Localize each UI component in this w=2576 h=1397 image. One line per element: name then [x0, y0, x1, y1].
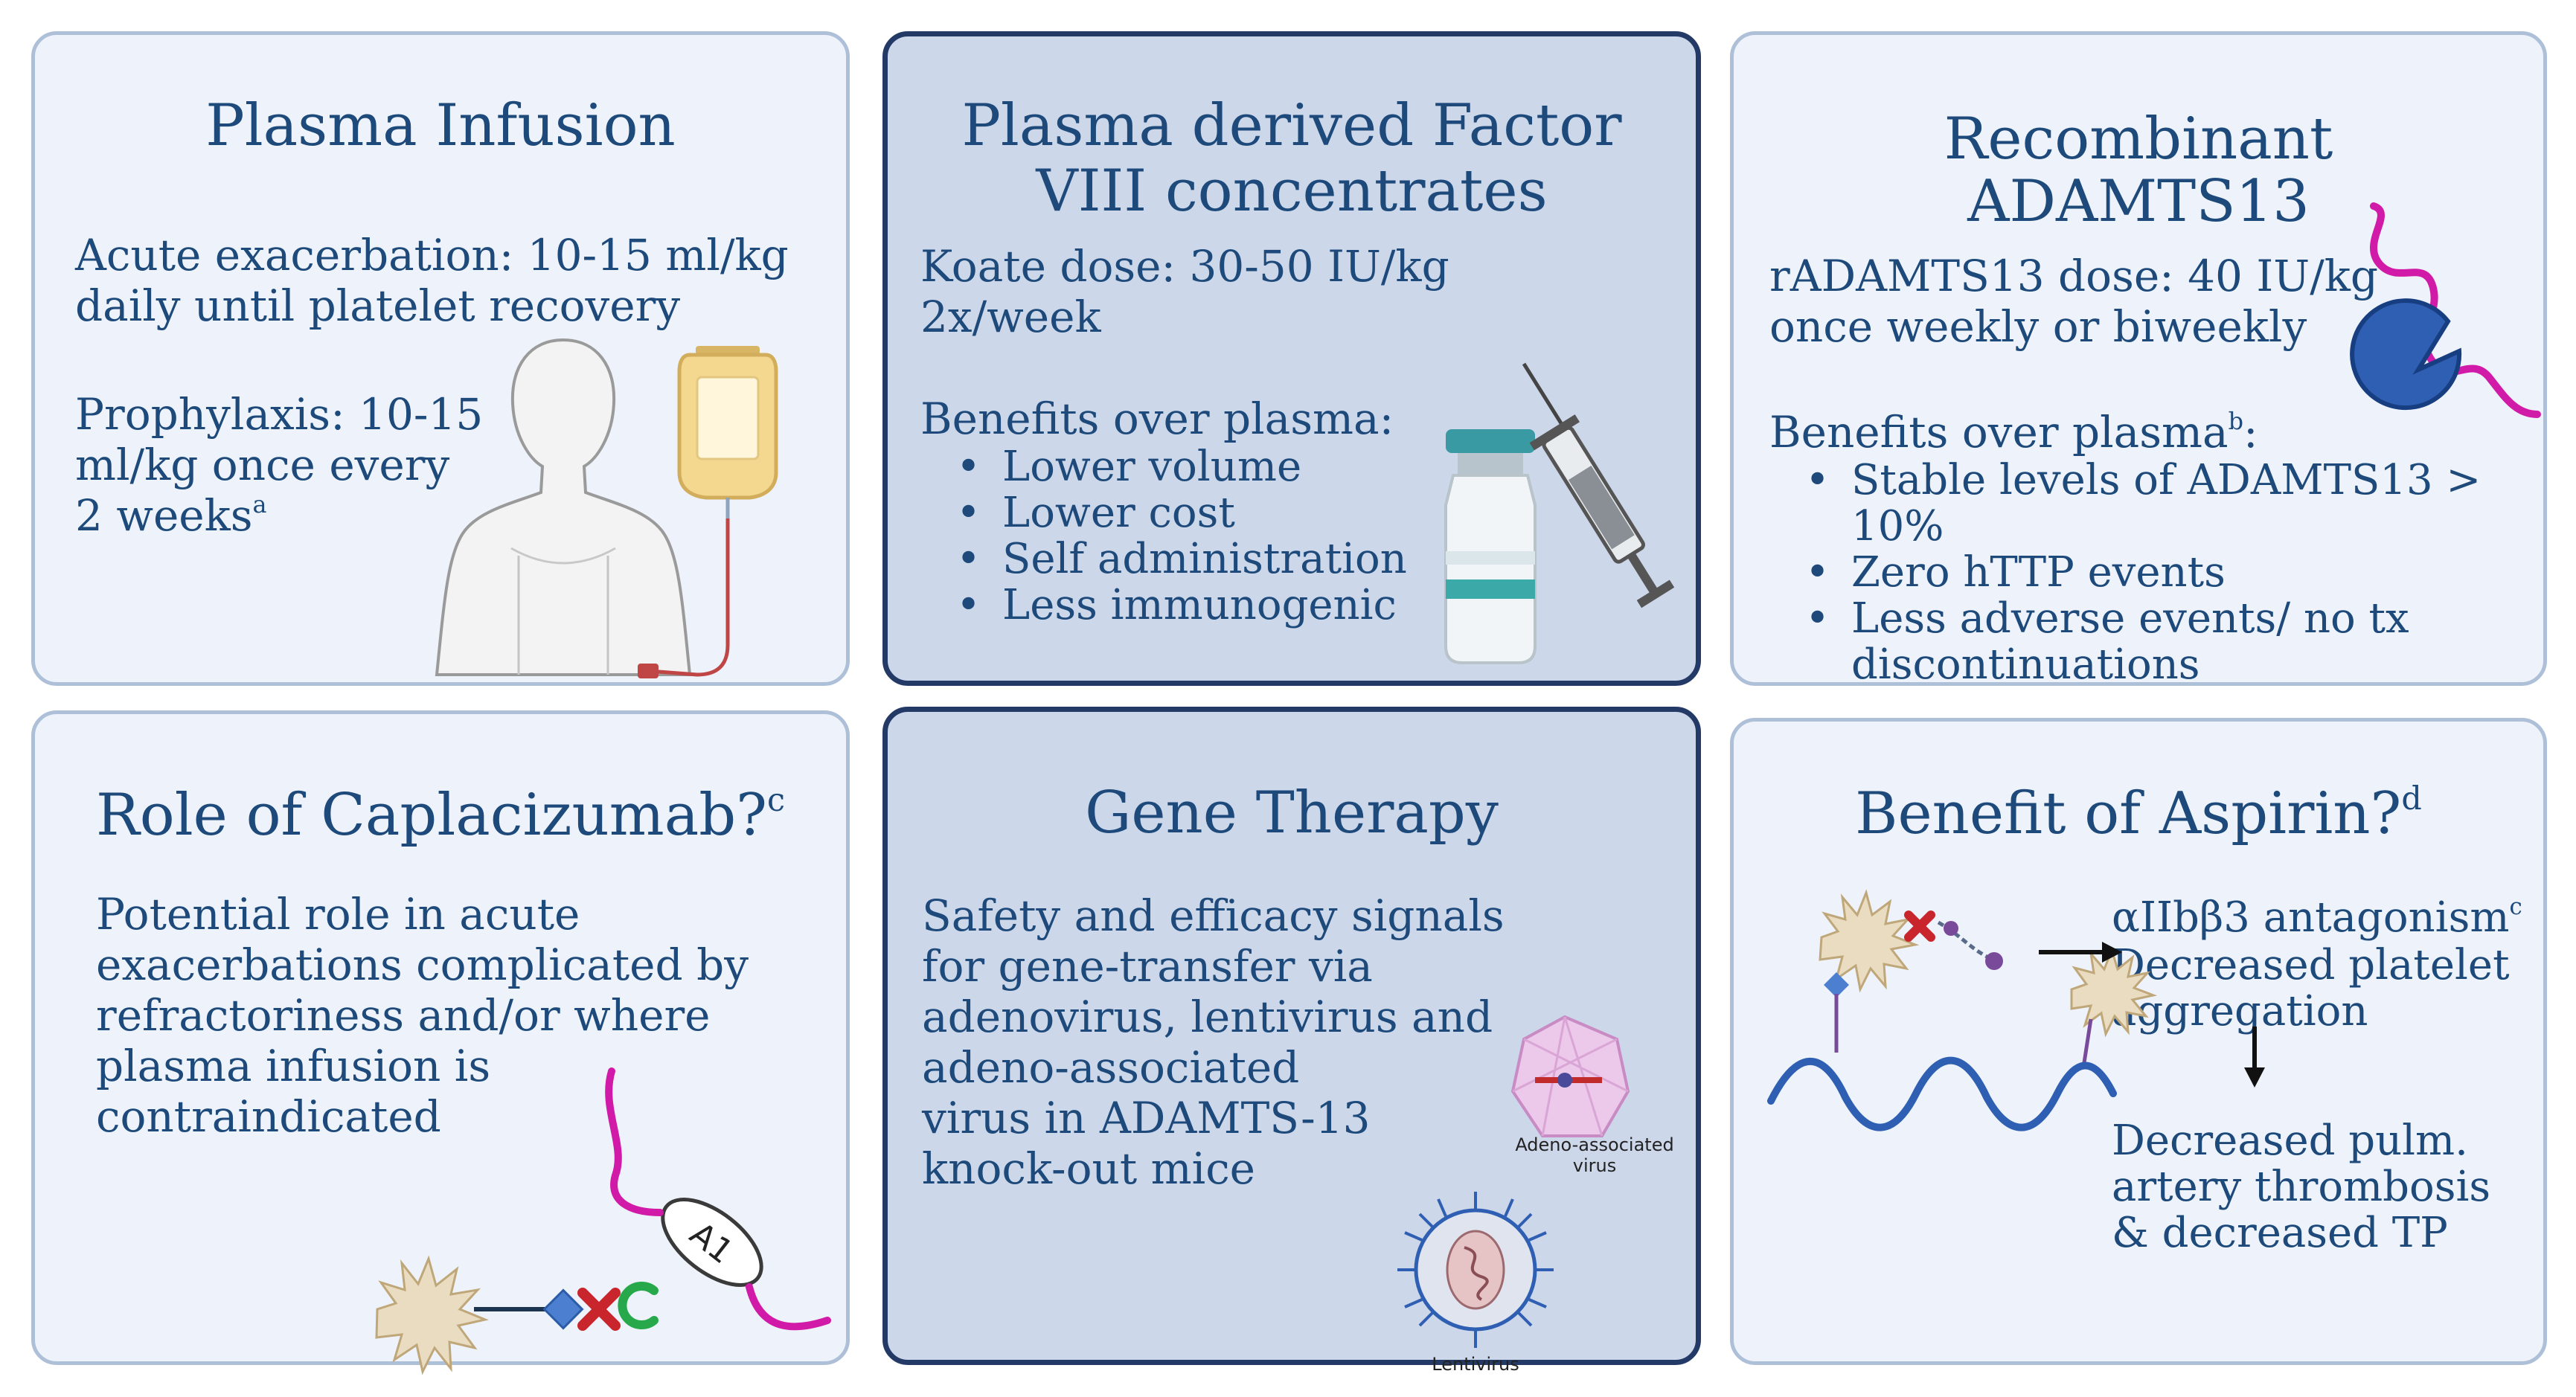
- footnote-c: c: [766, 781, 785, 819]
- plasma-proph-line-1: Prophylaxis: 10-15: [75, 389, 484, 440]
- adamts13-enzyme-icon: [2350, 202, 2541, 418]
- radamts-title-line-1: Recombinant: [1944, 106, 2333, 173]
- aspirin-title-text: Benefit of Aspirin?: [1855, 780, 2402, 847]
- radamts-benefit-continuation: discontinuations: [1769, 642, 2481, 688]
- radamts-benefit-1b: 10%: [1851, 502, 1944, 550]
- colon: :: [2243, 407, 2258, 457]
- platelet-icon: [375, 1255, 489, 1375]
- plasma-acute-line-1: Acute exacerbation: 10-15 ml/kg: [75, 230, 789, 280]
- radamts-benefits-text: Benefits over plasma: [1769, 407, 2229, 457]
- panel-factor-viii: Plasma derived Factor VIII concentrates …: [882, 31, 1701, 686]
- radamts-dose-line-1: rADAMTS13 dose: 40 IU/kg: [1769, 251, 2379, 301]
- aspirin-pulm-line-2: artery thrombosis: [2112, 1163, 2491, 1211]
- panel-plasma-infusion: Plasma Infusion Acute exacerbation: 10-1…: [31, 31, 850, 686]
- factor8-benefit-item: Lower volume: [920, 444, 1407, 491]
- radamts-benefit-3b: discontinuations: [1851, 640, 2200, 689]
- aspirin-mechanism-icon: [1767, 889, 2265, 1131]
- gene-title: Gene Therapy: [1085, 780, 1499, 847]
- gene-line-3: adenovirus, lentivirus and: [922, 992, 1493, 1042]
- factor8-benefit-item: Less immunogenic: [920, 582, 1407, 629]
- aav-label-line-2: virus: [1573, 1155, 1616, 1176]
- aspirin-antagonism: αIIbβ3 antagonismc: [2112, 893, 2522, 943]
- plasma-acute-line-2: daily until platelet recovery: [75, 280, 681, 331]
- footnote-a: a: [252, 490, 267, 519]
- factor8-dose-line-2: 2x/week: [920, 292, 1101, 342]
- factor8-benefits-heading: Benefits over plasma:: [920, 394, 1394, 444]
- plasma-bag-icon: [638, 346, 778, 678]
- aspirin-pulm-line-3: & decreased TP: [2112, 1209, 2448, 1257]
- gene-line-5: virus in ADAMTS-13: [922, 1093, 1371, 1143]
- factor8-benefit-item: Self administration: [920, 536, 1407, 583]
- syringe-icon: [1522, 362, 1675, 608]
- panel-aspirin: Benefit of Aspirin?d αIIbβ3 antagonismc …: [1730, 718, 2547, 1365]
- factor8-benefits-list: Lower volume Lower cost Self administrat…: [920, 444, 1407, 629]
- capla-title-text: Role of Caplacizumab?: [96, 782, 767, 849]
- patient-figure-icon: [435, 338, 692, 676]
- lentivirus-label: Lentivirus: [1432, 1354, 1519, 1375]
- platelet-binding-icon: A1: [375, 1067, 831, 1375]
- radamts-benefit-item: Less adverse events/ no tx: [1769, 596, 2481, 643]
- plasma-title: Plasma Infusion: [205, 92, 676, 159]
- gene-line-4: adeno-associated: [922, 1042, 1300, 1093]
- green-c-icon: [618, 1282, 659, 1329]
- footnote-c2: c: [2509, 893, 2522, 920]
- plasma-proph-line-3: 2 weeksa: [75, 490, 267, 541]
- capla-title: Role of Caplacizumab?c: [35, 783, 846, 848]
- radamts-benefit-continuation: 10%: [1769, 504, 2481, 550]
- plasma-proph-text: 2 weeks: [75, 490, 253, 541]
- panel-recombinant-adamts13: Recombinant ADAMTS13 rADAMTS13 dose: 40 …: [1730, 31, 2547, 688]
- red-x-icon: [577, 1288, 621, 1331]
- footnote-b: b: [2228, 407, 2244, 436]
- aspirin-aggregation-line-1: Decreased platelet: [2112, 941, 2510, 989]
- vial-icon: [1444, 429, 1537, 664]
- footnote-d: d: [2401, 780, 2422, 818]
- factor8-dose-line-1: Koate dose: 30-50 IU/kg: [920, 241, 1449, 292]
- lentivirus-icon: Lentivirus: [1397, 1192, 1554, 1375]
- radamts-dose-line-2: once weekly or biweekly: [1769, 301, 2307, 352]
- panel-gene-therapy: Gene Therapy Safety and efficacy signals…: [882, 707, 1701, 1375]
- radamts-benefits-list: Stable levels of ADAMTS13 > 10% Zero hTT…: [1769, 457, 2481, 688]
- capla-line-2: exacerbations complicated by: [96, 940, 749, 990]
- aspirin-title: Benefit of Aspirin?d: [1734, 781, 2543, 847]
- capla-line-1: Potential role in acute: [96, 889, 580, 940]
- factor8-benefit-item: Lower cost: [920, 490, 1407, 537]
- capla-line-5: contraindicated: [96, 1091, 441, 1142]
- aav-label-line-1: Adeno-associated: [1515, 1134, 1673, 1155]
- radamts-title-line-2: ADAMTS13: [1967, 168, 2310, 235]
- aav-virus-icon: Adeno-associated virus: [1510, 1015, 1674, 1176]
- radamts-benefits-heading: Benefits over plasmab:: [1769, 407, 2258, 457]
- capla-line-4: plasma infusion is: [96, 1041, 491, 1091]
- capla-line-3: refractoriness and/or where: [96, 990, 711, 1041]
- red-x-icon-2: [1904, 911, 1935, 942]
- gene-line-6: knock-out mice: [922, 1143, 1255, 1194]
- panel-caplacizumab: Role of Caplacizumab?c Potential role in…: [31, 710, 850, 1375]
- gene-line-1: Safety and efficacy signals: [922, 890, 1505, 941]
- gene-line-2: for gene-transfer via: [922, 941, 1373, 992]
- aspirin-antagonism-text: αIIbβ3 antagonism: [2112, 893, 2510, 942]
- factor8-title-line-1: Plasma derived Factor: [961, 92, 1622, 159]
- plasma-proph-line-2: ml/kg once every: [75, 440, 450, 490]
- radamts-benefit-item: Stable levels of ADAMTS13 >: [1769, 457, 2481, 504]
- factor8-title-line-2: VIII concentrates: [1036, 158, 1548, 225]
- radamts-benefit-item: Zero hTTP events: [1769, 550, 2481, 597]
- aspirin-pulm-line-1: Decreased pulm.: [2112, 1117, 2468, 1165]
